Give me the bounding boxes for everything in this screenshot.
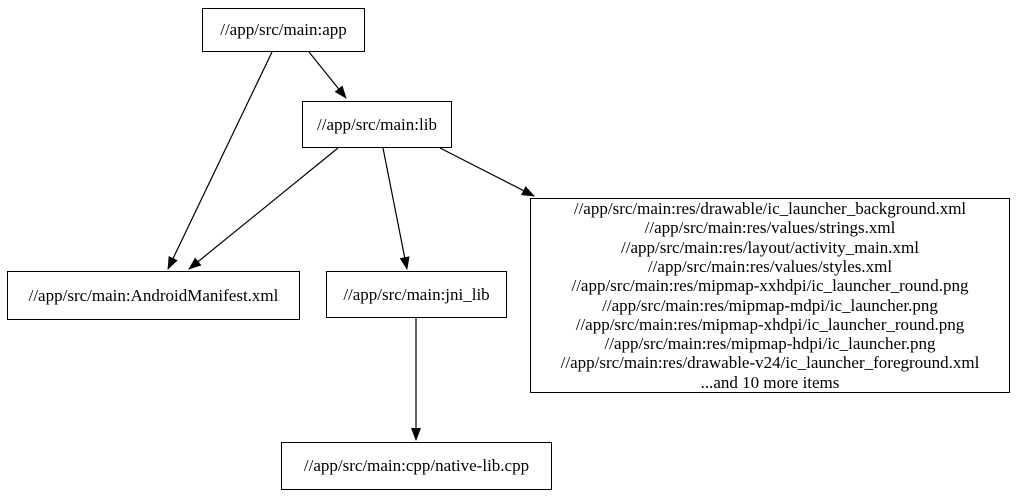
res-file-line: //app/src/main:res/drawable-v24/ic_launc… bbox=[560, 353, 980, 373]
node-res-file-group: //app/src/main:res/drawable/ic_launcher_… bbox=[530, 198, 1010, 393]
node-lib: //app/src/main:lib bbox=[302, 101, 452, 148]
res-file-line: //app/src/main:res/mipmap-xxhdpi/ic_laun… bbox=[571, 276, 969, 296]
node-cpp-native-lib: //app/src/main:cpp/native-lib.cpp bbox=[281, 442, 552, 490]
node-lib-label: //app/src/main:lib bbox=[317, 114, 437, 134]
edge-lib-to-manifest bbox=[188, 147, 339, 270]
res-file-line: //app/src/main:res/mipmap-mdpi/ic_launch… bbox=[602, 295, 938, 315]
node-jni-lib-label: //app/src/main:jni_lib bbox=[343, 284, 490, 304]
node-jni-lib: //app/src/main:jni_lib bbox=[326, 271, 507, 318]
res-more-items-line: ...and 10 more items bbox=[700, 372, 840, 392]
res-file-line: //app/src/main:res/mipmap-xhdpi/ic_launc… bbox=[575, 314, 965, 334]
res-file-line: //app/src/main:res/mipmap-hdpi/ic_launch… bbox=[604, 334, 936, 354]
node-android-manifest: //app/src/main:AndroidManifest.xml bbox=[7, 271, 300, 320]
edge-app-to-manifest bbox=[167, 51, 273, 270]
res-file-line: //app/src/main:res/values/strings.xml bbox=[644, 218, 896, 238]
res-file-line: //app/src/main:res/drawable/ic_launcher_… bbox=[573, 199, 967, 219]
node-app-label: //app/src/main:app bbox=[220, 20, 347, 40]
node-cpp-native-lib-label: //app/src/main:cpp/native-lib.cpp bbox=[303, 456, 530, 476]
res-file-line: //app/src/main:res/values/styles.xml bbox=[647, 256, 893, 276]
node-android-manifest-label: //app/src/main:AndroidManifest.xml bbox=[28, 285, 279, 305]
res-file-line: //app/src/main:res/layout/activity_main.… bbox=[621, 237, 919, 257]
edge-lib-to-res-group bbox=[439, 147, 535, 197]
edge-lib-to-jni-lib bbox=[382, 147, 410, 270]
edge-app-to-lib bbox=[308, 51, 347, 99]
node-app: //app/src/main:app bbox=[202, 8, 365, 52]
